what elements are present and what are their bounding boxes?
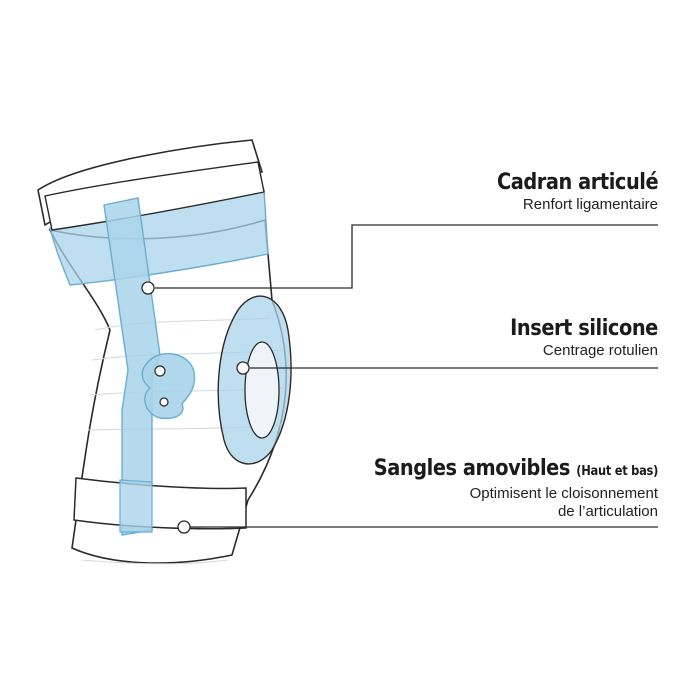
callout-subtitle-line-2: de l’articulation xyxy=(557,503,658,520)
callout-dot-1 xyxy=(141,281,155,295)
callout-subtitle-line-1: Optimisent le cloisonnement xyxy=(469,485,658,502)
callout-label-silicone: Insert silicone Centrage rotulien xyxy=(490,316,658,360)
callout-title-text: Insert silicone xyxy=(510,316,658,341)
callout-subtitle: Centrage rotulien xyxy=(542,342,658,359)
hinge-rivet-top xyxy=(154,365,166,377)
callout-title: Sangles amovibles (Haut et bas) xyxy=(373,456,659,485)
callout-subtitle: Renfort ligamentaire xyxy=(522,196,658,213)
hinge-rivet-bottom xyxy=(159,397,169,407)
callout-title-note: (Haut et bas) xyxy=(576,464,658,479)
lower-strap-stay-overlap xyxy=(119,479,153,533)
callout-dot-3 xyxy=(177,520,191,534)
callout-label-straps: Sangles amovibles (Haut et bas) Optimise… xyxy=(335,456,659,521)
callout-title-text: Cadran articulé xyxy=(496,170,659,195)
callout-title: Cadran articulé xyxy=(496,170,659,196)
callout-dot-2 xyxy=(236,361,250,375)
patella-opening xyxy=(244,341,280,439)
callout-line-1 xyxy=(155,224,658,289)
callout-lines xyxy=(155,224,658,528)
callout-title-text: Sangles amovibles xyxy=(373,456,571,481)
callout-title: Insert silicone xyxy=(510,316,658,342)
callout-label-hinge: Cadran articulé Renfort ligamentaire xyxy=(475,170,659,214)
